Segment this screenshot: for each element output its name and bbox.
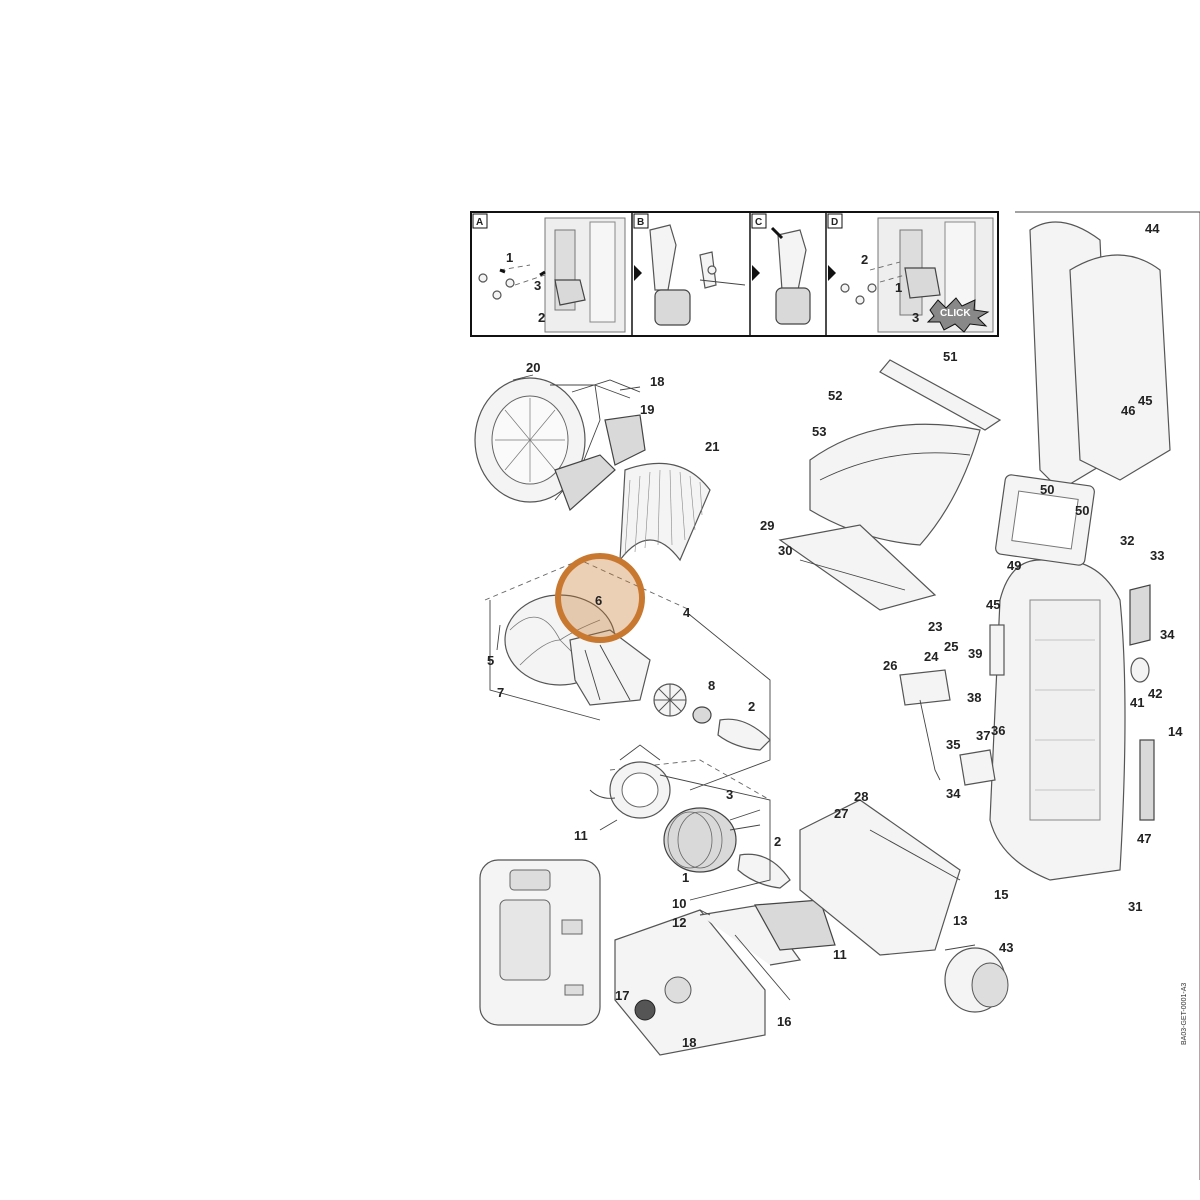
part-number: 27 [834,806,848,821]
panel-c: C [751,213,811,325]
part-number: 45 [1138,393,1152,408]
panel-a-letter: A [476,217,483,228]
panel-c-letter: C [755,217,762,228]
impeller-group [484,559,771,791]
panel-a-step-3: 3 [534,278,541,293]
part-number: 31 [1128,899,1142,914]
part-number: 51 [943,349,957,364]
motor-group [589,744,791,901]
part-number: 15 [994,887,1008,902]
part-number: 23 [928,619,942,634]
panel-b: B [633,213,746,326]
part-number: 16 [777,1014,791,1029]
part-number: 2 [748,699,755,714]
part-number: 46 [1121,403,1135,418]
part-number: 41 [1130,695,1144,710]
panel-d-step-3: 3 [912,310,919,325]
part-number: 28 [854,789,868,804]
highlight-label: 6 [595,593,602,608]
part-number: 36 [991,723,1005,738]
part-number: 32 [1120,533,1134,548]
part-number: 7 [497,685,504,700]
part-number: 18 [682,1035,696,1050]
control-panel-group [614,899,836,1056]
part-number: 4 [683,605,691,620]
installation-panels: A 1 3 2 B C [470,211,999,337]
back-frame-group [899,211,1200,1180]
part-number: 5 [487,653,494,668]
part-number: 19 [640,402,654,417]
part-number: 39 [968,646,982,661]
part-number: 18 [650,374,664,389]
part-number: 52 [828,388,842,403]
screw-icon [478,273,515,300]
part-number: 38 [967,690,981,705]
panel-d-letter: D [831,217,838,228]
panel-a: A 1 3 2 [472,213,626,333]
click-badge-label: CLICK [940,308,971,319]
part-number: 2 [774,834,781,849]
part-number: 11 [574,828,588,843]
part-number: 53 [812,424,826,439]
part-number: 26 [883,658,897,673]
part-number: 17 [615,988,629,1003]
part-number: 42 [1148,686,1162,701]
click-badge [926,297,990,333]
part-number: 1 [682,870,689,885]
part-number: 44 [1145,221,1160,236]
part-number: 37 [976,728,990,743]
part-number: 50 [1040,482,1054,497]
part-number: 24 [924,649,939,664]
panel-b-letter: B [637,217,644,228]
part-number-callouts: 20 18 19 21 4 5 7 8 2 3 11 2 1 10 12 11 … [487,221,1183,1050]
part-number: 10 [672,896,686,911]
panel-a-step-2: 2 [538,310,545,325]
part-number: 8 [708,678,715,693]
panel-d: D 2 1 3 CLICK [827,213,994,333]
part-number: 21 [705,439,719,454]
part-number: 25 [944,639,958,654]
panel-d-step-1: 1 [895,280,902,295]
part-number: 12 [672,915,686,930]
part-number: 43 [999,940,1013,955]
part-number: 33 [1150,548,1164,563]
panel-d-step-2: 2 [861,252,868,267]
part-number: 3 [726,787,733,802]
part-number: 14 [1168,724,1183,739]
part-number: 50 [1075,503,1089,518]
part-number: 20 [526,360,540,375]
screw-icon [840,283,877,305]
part-number: 34 [1160,627,1175,642]
part-number: 47 [1137,831,1151,846]
part-number: 35 [946,737,960,752]
part-number: 49 [1007,558,1021,573]
arrow-right-icon [828,265,836,281]
fan-housing-group [474,377,711,562]
drawing-reference: BA03-GET-0001-A3 [1181,983,1188,1045]
arrow-right-icon [634,265,642,281]
part-number: 29 [760,518,774,533]
part-number: 30 [778,543,792,558]
highlight-circle [555,553,645,643]
panel-a-step-1: 1 [506,250,513,265]
part-number: 45 [986,597,1000,612]
handle-tray-group [778,359,1009,1013]
arrow-right-icon [752,265,760,281]
part-number: 13 [953,913,967,928]
part-number: 11 [833,947,847,962]
part-number: 34 [946,786,961,801]
battery-group [479,859,601,1026]
